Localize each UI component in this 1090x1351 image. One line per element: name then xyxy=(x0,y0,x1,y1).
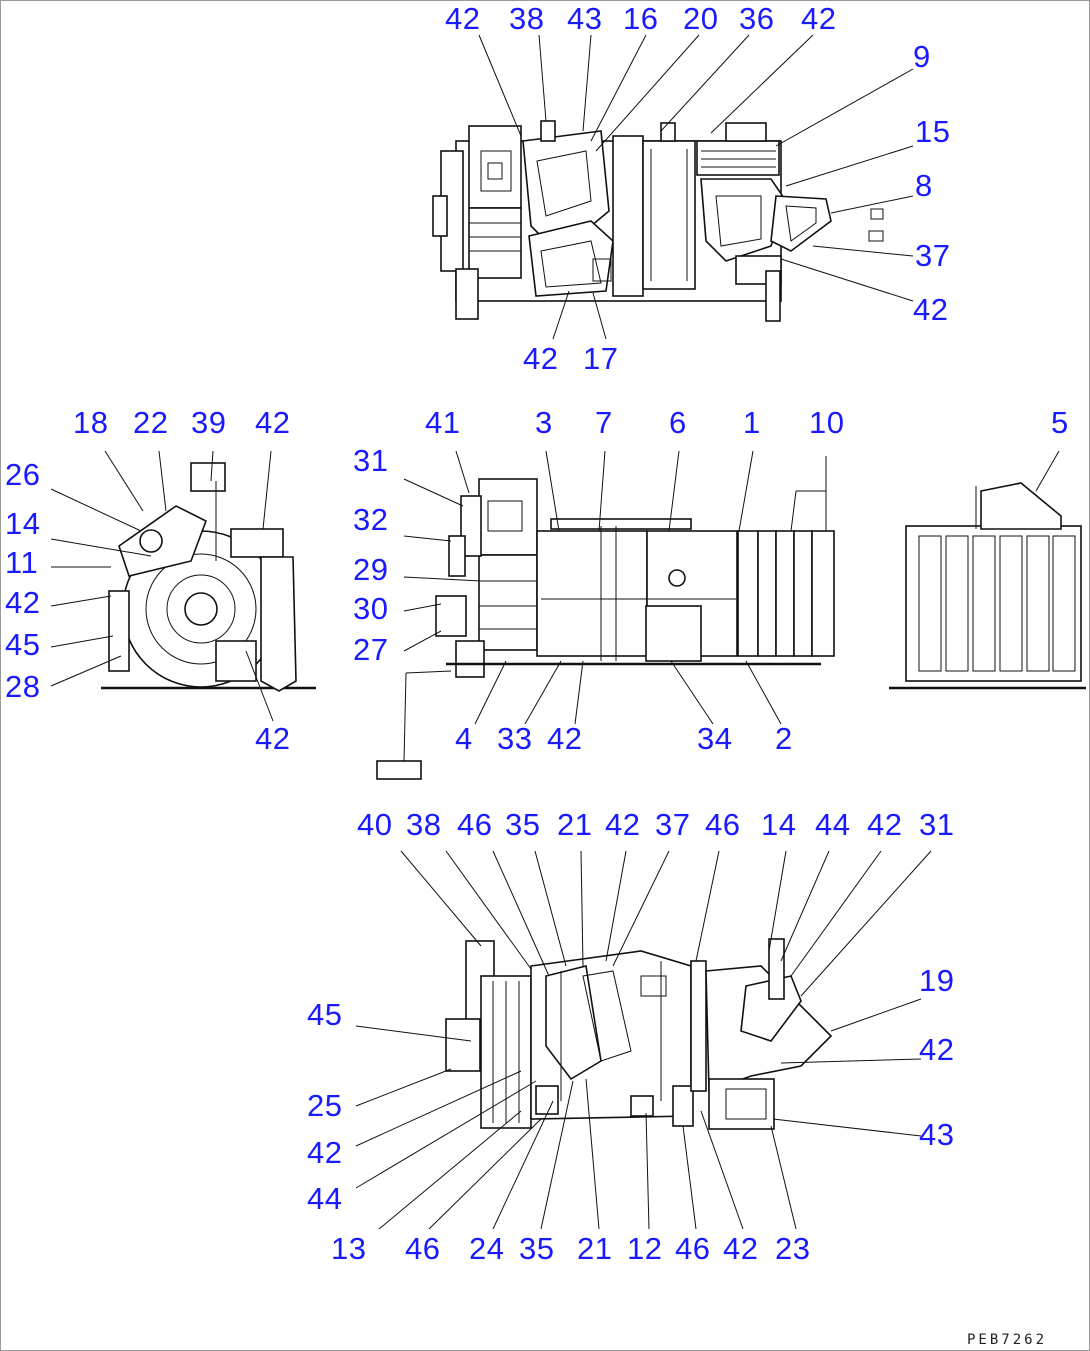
callout-30: 30 xyxy=(353,591,388,626)
callout-4: 4 xyxy=(455,721,473,756)
callout-41: 41 xyxy=(425,405,460,440)
callout-25: 25 xyxy=(307,1088,342,1123)
callout-16: 16 xyxy=(623,1,658,36)
callout-46: 46 xyxy=(705,807,740,842)
callout-40: 40 xyxy=(357,807,392,842)
callout-42: 42 xyxy=(255,405,290,440)
callout-42: 42 xyxy=(919,1032,954,1067)
callout-42: 42 xyxy=(445,1,480,36)
callout-35: 35 xyxy=(519,1231,554,1266)
callout-42: 42 xyxy=(523,341,558,376)
callout-42: 42 xyxy=(547,721,582,756)
front-view xyxy=(376,450,835,780)
callout-13: 13 xyxy=(331,1231,366,1266)
callout-46: 46 xyxy=(405,1231,440,1266)
callout-14: 14 xyxy=(761,807,796,842)
callout-7: 7 xyxy=(595,405,613,440)
callout-34: 34 xyxy=(697,721,732,756)
callout-42: 42 xyxy=(307,1135,342,1170)
callout-45: 45 xyxy=(5,627,40,662)
callout-37: 37 xyxy=(655,807,690,842)
callout-15: 15 xyxy=(915,114,950,149)
callout-42: 42 xyxy=(723,1231,758,1266)
callout-42: 42 xyxy=(867,807,902,842)
callout-11: 11 xyxy=(5,545,38,580)
callout-2: 2 xyxy=(775,721,793,756)
callout-26: 26 xyxy=(5,457,40,492)
callout-22: 22 xyxy=(133,405,168,440)
callout-35: 35 xyxy=(505,807,540,842)
callout-6: 6 xyxy=(669,405,687,440)
callout-31: 31 xyxy=(353,443,388,478)
callout-42: 42 xyxy=(605,807,640,842)
callout-3: 3 xyxy=(535,405,553,440)
callout-23: 23 xyxy=(775,1231,810,1266)
callout-46: 46 xyxy=(457,807,492,842)
callout-42: 42 xyxy=(255,721,290,756)
top-view xyxy=(432,34,914,340)
callout-44: 44 xyxy=(307,1181,342,1216)
callout-9: 9 xyxy=(913,39,931,74)
callout-31: 31 xyxy=(919,807,954,842)
callout-17: 17 xyxy=(583,341,618,376)
bottom-view xyxy=(355,850,932,1230)
callout-20: 20 xyxy=(683,1,718,36)
callout-18: 18 xyxy=(73,405,108,440)
callout-43: 43 xyxy=(919,1117,954,1152)
callout-36: 36 xyxy=(739,1,774,36)
left-side-view xyxy=(50,450,316,722)
callout-27: 27 xyxy=(353,632,388,667)
callouts-bottom-view: 40 38 46 35 21 42 37 46 14 44 42 31 19 4… xyxy=(307,807,954,1266)
callout-12: 12 xyxy=(627,1231,662,1266)
callout-19: 19 xyxy=(919,963,954,998)
callouts-top-view: 42 38 43 16 20 36 42 9 15 8 37 42 42 17 xyxy=(445,1,950,376)
callout-28: 28 xyxy=(5,669,40,704)
callouts-front-view: 41 3 7 6 1 10 31 32 29 30 27 4 33 42 34 … xyxy=(353,405,844,756)
callout-21: 21 xyxy=(557,807,592,842)
callout-44: 44 xyxy=(815,807,850,842)
callout-38: 38 xyxy=(406,807,441,842)
callout-42: 42 xyxy=(5,585,40,620)
callout-21: 21 xyxy=(577,1231,612,1266)
callout-43: 43 xyxy=(567,1,602,36)
callouts-right-side-view: 5 xyxy=(1051,405,1069,440)
callout-14: 14 xyxy=(5,506,40,541)
callout-24: 24 xyxy=(469,1231,504,1266)
callouts-left-side-view: 18 22 39 42 26 14 11 42 45 28 42 xyxy=(5,405,290,756)
callout-8: 8 xyxy=(915,168,933,203)
callout-33: 33 xyxy=(497,721,532,756)
callout-46: 46 xyxy=(675,1231,710,1266)
callout-42: 42 xyxy=(801,1,836,36)
callout-1: 1 xyxy=(743,405,761,440)
drawing-code: PEB7262 xyxy=(967,1332,1047,1348)
callout-38: 38 xyxy=(509,1,544,36)
callout-42: 42 xyxy=(913,292,948,327)
callout-37: 37 xyxy=(915,238,950,273)
callout-10: 10 xyxy=(809,405,844,440)
callout-29: 29 xyxy=(353,552,388,587)
callout-5: 5 xyxy=(1051,405,1069,440)
right-side-view xyxy=(889,450,1086,690)
callout-32: 32 xyxy=(353,502,388,537)
callout-39: 39 xyxy=(191,405,226,440)
callout-45: 45 xyxy=(307,997,342,1032)
